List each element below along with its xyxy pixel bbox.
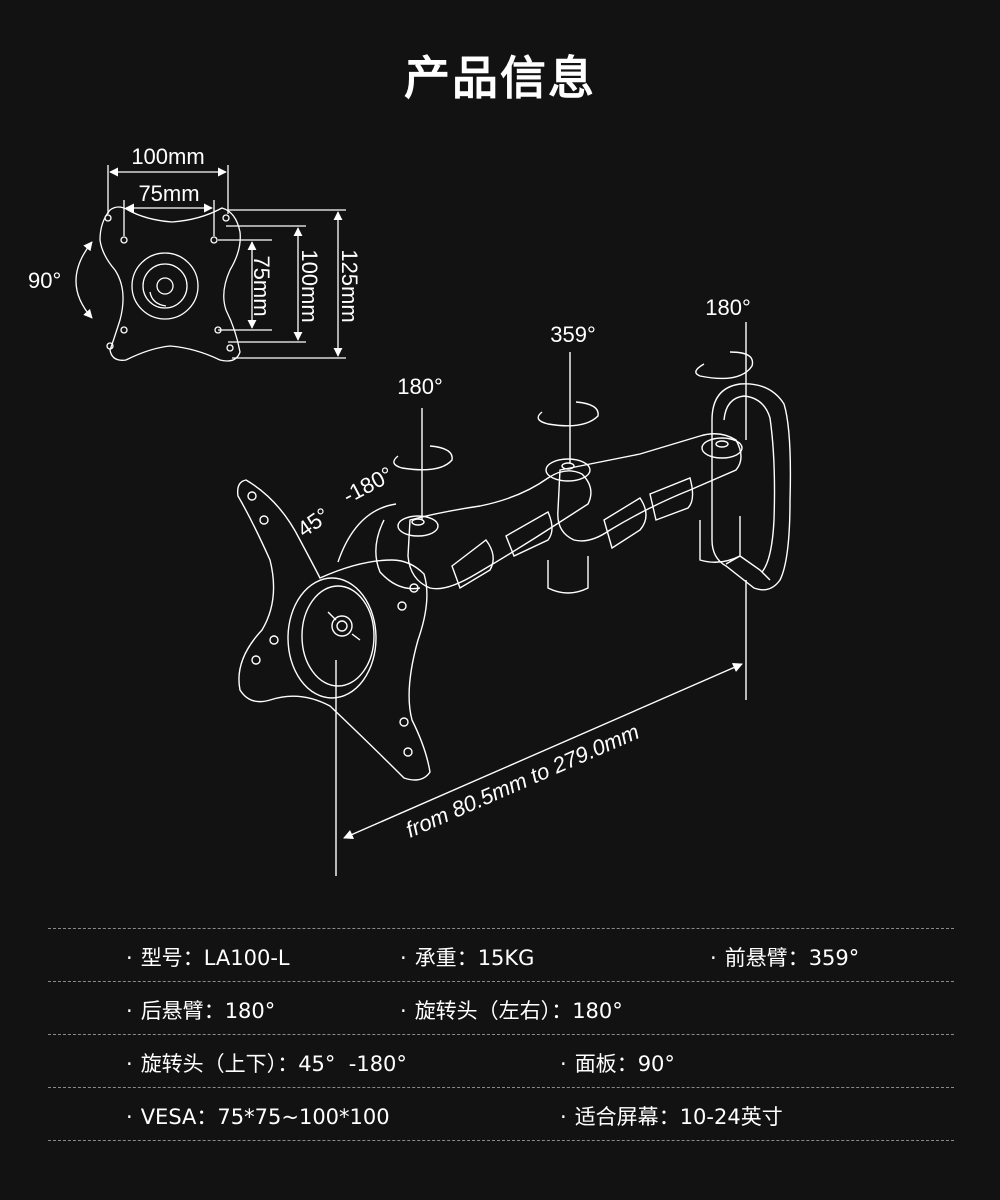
wall-bracket bbox=[711, 383, 792, 591]
front-arm bbox=[407, 470, 592, 590]
divider bbox=[48, 981, 954, 982]
spec-model: ·型号：LA100-L bbox=[126, 946, 290, 970]
front-arm-rotation-label: 359° bbox=[550, 322, 596, 347]
reach-label: from 80.5mm to 279.0mm bbox=[402, 719, 643, 843]
middle-joint bbox=[545, 458, 591, 482]
rear-arm bbox=[557, 433, 742, 542]
spec-screen-size: ·适合屏幕：10-24英寸 bbox=[560, 1105, 783, 1129]
rotation-90-label: 90° bbox=[28, 268, 61, 293]
tilt-max-label: -180° bbox=[339, 462, 397, 509]
spec-rear-arm: ·后悬臂：180° bbox=[126, 999, 276, 1023]
page-title: 产品信息 bbox=[404, 51, 596, 105]
spec-vesa: ·VESA：75*75~100*100 bbox=[126, 1105, 390, 1129]
spec-panel: ·面板：90° bbox=[560, 1052, 675, 1076]
dim-height-outer-label: 125mm bbox=[337, 249, 362, 322]
spec-row: ·旋转头（上下）：45° -180° ·面板：90° bbox=[48, 1035, 954, 1087]
rear-arm-rotation-label: 180° bbox=[705, 295, 751, 320]
spec-load: ·承重：15KG bbox=[400, 946, 535, 970]
divider bbox=[48, 1140, 954, 1141]
dim-width-outer-label: 100mm bbox=[131, 144, 204, 169]
vesa-plate-outline bbox=[99, 206, 241, 362]
head-swivel-rotation-label: 180° bbox=[397, 374, 443, 399]
spec-head-swivel-lr: ·旋转头（左右）：180° bbox=[400, 999, 623, 1023]
dim-height-mid-label: 100mm bbox=[297, 249, 322, 322]
divider bbox=[48, 1034, 954, 1035]
rear-joint bbox=[701, 437, 743, 459]
spec-head-tilt-ud: ·旋转头（上下）：45° -180° bbox=[126, 1052, 407, 1076]
spec-row: ·型号：LA100-L ·承重：15KG ·前悬臂：359° bbox=[48, 929, 954, 981]
divider bbox=[48, 1087, 954, 1088]
spec-front-arm: ·前悬臂：359° bbox=[710, 946, 860, 970]
spec-row: ·后悬臂：180° ·旋转头（左右）：180° bbox=[48, 982, 954, 1034]
divider bbox=[48, 928, 954, 929]
head-joint bbox=[397, 515, 439, 537]
dim-height-inner-label: 75mm bbox=[249, 255, 274, 316]
arm-vesa-plate bbox=[236, 479, 431, 781]
vesa-center-hub bbox=[131, 252, 199, 320]
dim-width-inner-label: 75mm bbox=[138, 181, 199, 206]
spec-table: ·型号：LA100-L ·承重：15KG ·前悬臂：359° ·后悬臂：180°… bbox=[48, 928, 954, 1141]
spec-row: ·VESA：75*75~100*100 ·适合屏幕：10-24英寸 bbox=[48, 1088, 954, 1140]
